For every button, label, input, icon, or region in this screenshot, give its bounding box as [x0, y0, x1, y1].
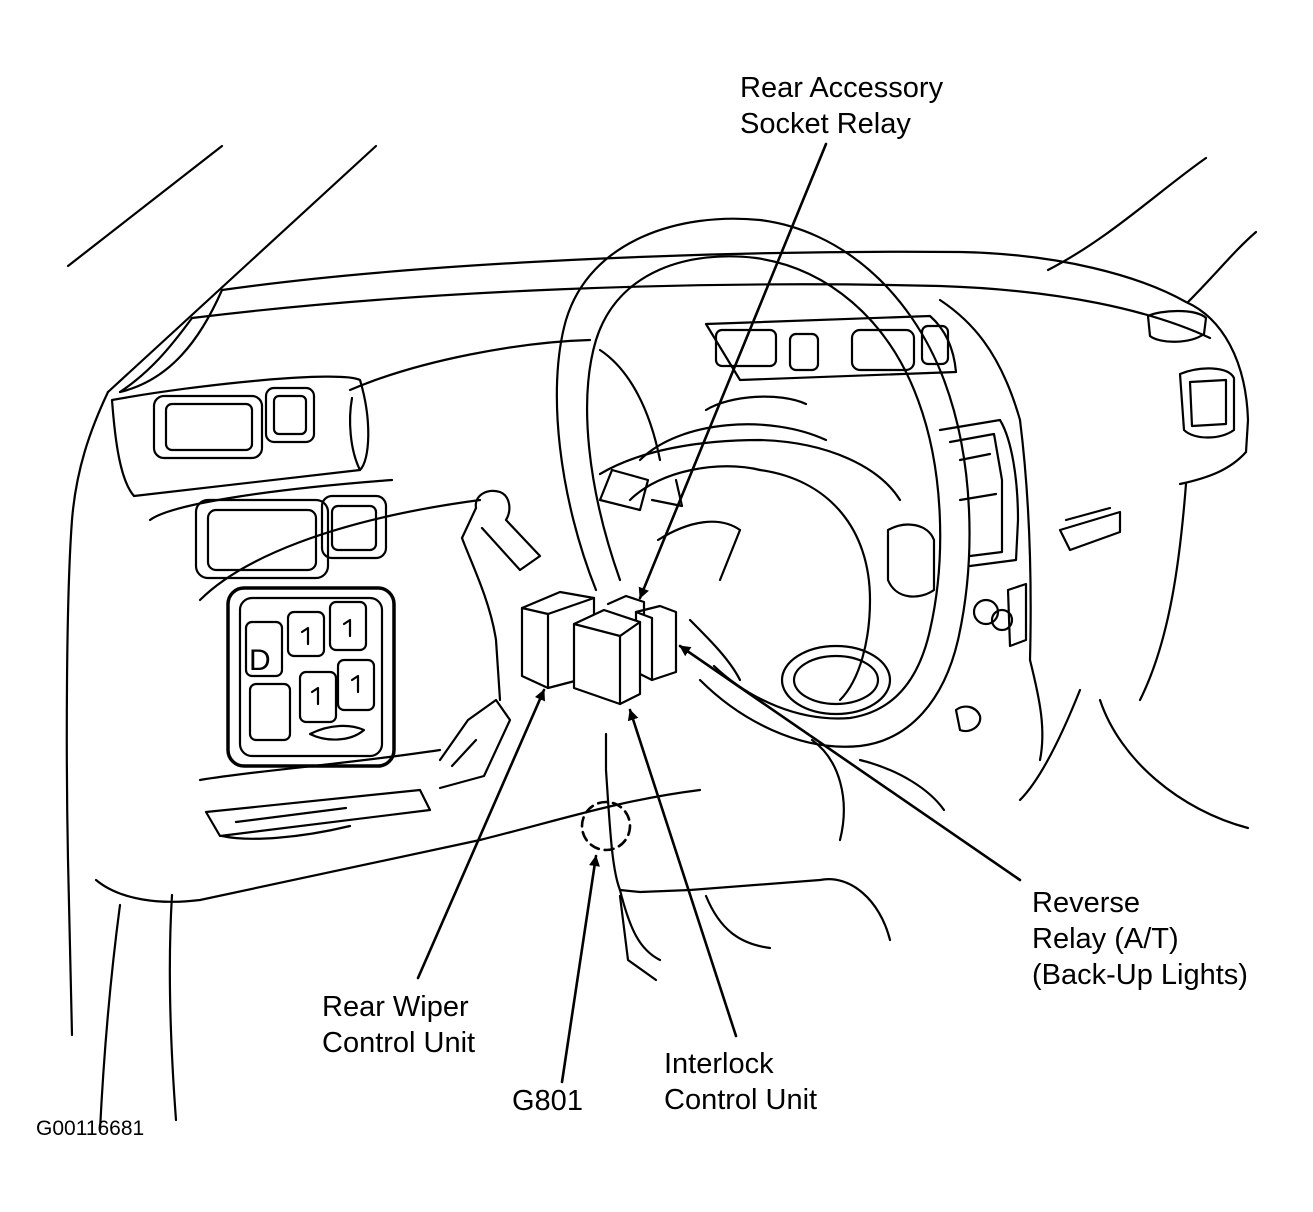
label-line: Control Unit — [664, 1084, 818, 1116]
instrument-hood — [348, 309, 1236, 552]
relay-cluster — [520, 590, 678, 706]
label-line: (Back-Up Lights) — [1032, 959, 1248, 991]
label-line: Socket Relay — [740, 108, 911, 140]
switch-panel: D — [226, 586, 396, 768]
label-line: Rear Accessory — [740, 72, 944, 104]
label-line: Rear Wiper — [322, 991, 469, 1023]
windshield-pillar-lines — [66, 144, 1258, 394]
turn-signal-stalk — [460, 489, 542, 702]
label-line: Interlock — [664, 1048, 774, 1080]
label-reverse-relay: Reverse Relay (A/T) (Back-Up Lights) — [1032, 885, 1248, 993]
center-stack — [938, 418, 1028, 733]
arrow-rear-accessory-socket-relay — [638, 142, 828, 600]
svg-text:D: D — [249, 644, 271, 677]
label-line: Control Unit — [322, 1027, 476, 1059]
label-rear-accessory-socket-relay: Rear Accessory Socket Relay — [740, 70, 943, 142]
lower-left-panel — [198, 698, 512, 840]
leader-arrows — [416, 142, 1022, 1084]
figure-id: G00116681 — [36, 1117, 145, 1140]
arrow-g801 — [560, 854, 600, 1084]
dashboard-outline — [65, 250, 1250, 1132]
label-line: G801 — [512, 1085, 583, 1117]
steering-column — [604, 732, 946, 982]
left-vent-cluster — [110, 375, 394, 580]
g801-location-circle — [580, 800, 632, 852]
label-rear-wiper-control-unit: Rear Wiper Control Unit — [322, 989, 475, 1061]
arrow-interlock-control-unit — [627, 708, 738, 1038]
arrow-reverse-relay — [678, 644, 1022, 882]
label-g801: G801 — [512, 1083, 583, 1119]
label-line: Relay (A/T) — [1032, 923, 1179, 955]
label-line: Reverse — [1032, 887, 1140, 919]
label-interlock-control-unit: Interlock Control Unit — [664, 1046, 817, 1118]
arrow-rear-wiper-control-unit — [416, 688, 546, 980]
